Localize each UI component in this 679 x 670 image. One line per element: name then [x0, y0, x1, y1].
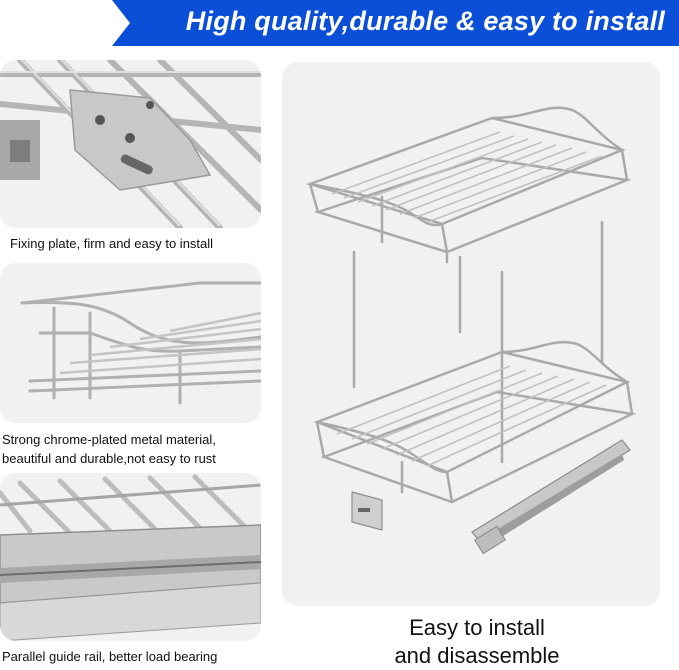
guide-rail-panel: [0, 473, 261, 641]
chrome-material-panel: [0, 263, 261, 423]
banner-title: High quality,durable & easy to install: [185, 6, 665, 36]
caption-line: Easy to install: [409, 615, 545, 640]
guide-rail-caption: Parallel guide rail, better load bearing: [2, 647, 217, 666]
caption-line: beautiful and durable,not easy to rust: [2, 451, 216, 466]
install-caption: Easy to install and disassemble: [372, 614, 582, 670]
caption-line: and disassemble: [394, 643, 560, 668]
fixing-plate-panel: [0, 60, 261, 228]
banner-shape: [0, 0, 679, 46]
banner: High quality,durable & easy to install: [0, 0, 679, 46]
caption-line: Parallel guide rail, better load bearing: [2, 649, 218, 664]
main-rack-panel: [282, 62, 660, 606]
fixing-plate-caption: Fixing plate, firm and easy to install: [10, 234, 213, 253]
guide-rail-image: [0, 474, 261, 641]
chrome-material-caption: Strong chrome-plated metal material, bea…: [2, 430, 216, 468]
fixing-plate-image: [0, 60, 261, 228]
caption-line: Fixing plate, firm and easy to install: [10, 236, 214, 251]
caption-line: Strong chrome-plated metal material,: [2, 432, 216, 447]
chrome-rack-image: [20, 281, 261, 405]
two-tier-rack-image: [306, 106, 637, 555]
